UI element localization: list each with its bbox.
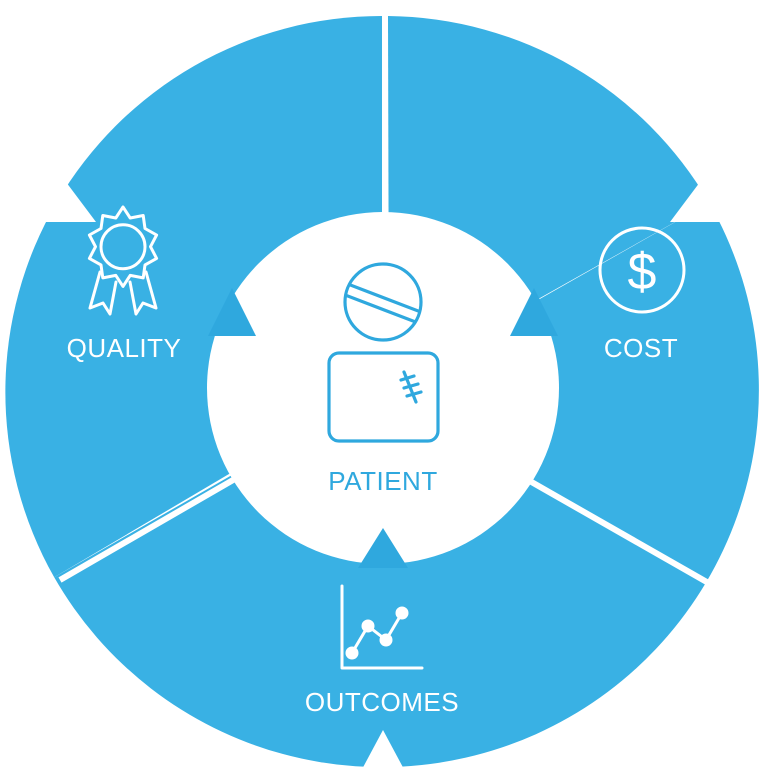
label-quality: QUALITY bbox=[67, 333, 182, 363]
label-cost: COST bbox=[604, 333, 678, 363]
notch-outer-bottom bbox=[360, 730, 406, 773]
dollar-icon: $ bbox=[598, 226, 686, 314]
arrow-outcomes bbox=[358, 528, 408, 568]
separator-lower-right bbox=[526, 477, 714, 588]
separator-lower-left bbox=[58, 473, 242, 583]
award-ribbon-icon bbox=[87, 205, 159, 316]
patient-icon bbox=[327, 262, 440, 443]
svg-text:$: $ bbox=[628, 243, 657, 301]
arrow-cost bbox=[510, 288, 558, 336]
line-chart-icon bbox=[340, 584, 424, 670]
label-outcomes: OUTCOMES bbox=[305, 687, 459, 717]
center-hub bbox=[207, 212, 559, 564]
notch-outer-left bbox=[40, 182, 96, 222]
notch-outer-right bbox=[670, 182, 726, 222]
arrow-quality bbox=[208, 288, 256, 336]
label-patient: PATIENT bbox=[328, 466, 437, 496]
